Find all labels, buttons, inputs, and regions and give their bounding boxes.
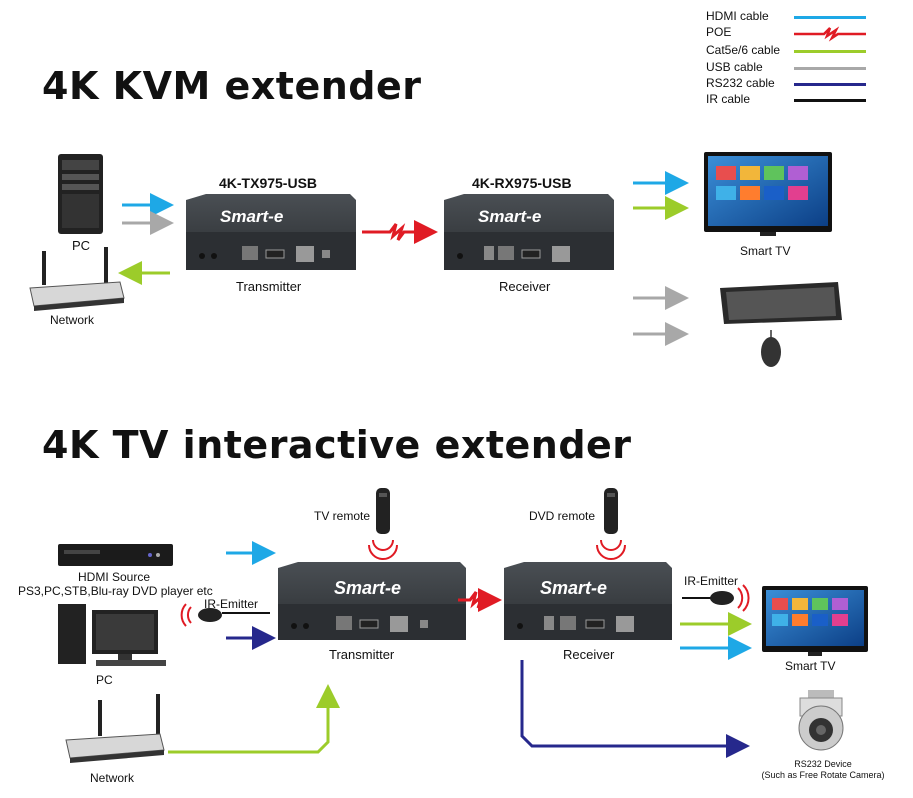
tv-receiver-box	[504, 562, 672, 640]
keyboard-icon	[720, 282, 842, 324]
legend-line-cat	[794, 50, 866, 53]
kvm-receiver-label: Receiver	[499, 279, 551, 294]
legend-item-cat: Cat5e/6 cable	[706, 43, 886, 59]
tv-smart-tv-label: Smart TV	[785, 659, 836, 673]
kvm-rx-brand: Smart-e	[478, 207, 542, 226]
legend-label: USB cable	[706, 60, 763, 74]
legend-item-poe: POE	[706, 25, 886, 42]
kvm-tx-brand: Smart-e	[220, 207, 284, 226]
tv-section-title: 4K TV interactive extender	[42, 423, 632, 467]
camera-icon	[798, 690, 844, 751]
tv-router-icon	[65, 694, 165, 763]
legend-item-ir: IR cable	[706, 92, 886, 108]
kvm-network-label: Network	[50, 313, 95, 327]
tv-rs232-arrow-out	[520, 660, 750, 758]
kvm-router-icon	[29, 247, 125, 311]
legend-label: IR cable	[706, 92, 751, 106]
ir-emitter-left-icon	[180, 603, 222, 627]
rs232-device-sub: (Such as Free Rotate Camera)	[761, 770, 885, 780]
rs232-device-label: RS232 Device (Such as Free Rotate Camera…	[748, 759, 898, 781]
kvm-poe-arrow	[362, 220, 438, 244]
tv-remote-icon	[368, 488, 398, 560]
kvm-rx-model: 4K-RX975-USB	[472, 175, 572, 191]
ir-emitter-right-icon	[710, 584, 750, 612]
tv-remote-label: TV remote	[314, 509, 371, 523]
kvm-tv-icon	[704, 152, 832, 236]
legend-label: POE	[706, 25, 732, 39]
legend-label: Cat5e/6 cable	[706, 43, 781, 57]
hdmi-source-label: HDMI Source	[78, 570, 151, 584]
legend: HDMI cable POE Cat5e/6 cable USB cable R…	[706, 9, 886, 109]
kvm-transmitter-label: Transmitter	[236, 279, 302, 294]
kvm-receiver-box	[444, 194, 614, 270]
legend-line-hdmi	[794, 16, 866, 19]
tv-transmitter-label: Transmitter	[329, 647, 395, 662]
legend-line-ir	[794, 99, 866, 102]
legend-line-poe	[794, 26, 866, 42]
hdmi-source-sub: PS3,PC,STB,Blu-ray DVD player etc	[18, 584, 213, 598]
dvd-remote-icon	[596, 488, 626, 560]
tv-rx-brand: Smart-e	[540, 578, 608, 598]
rs232-device-title: RS232 Device	[794, 759, 852, 769]
ir-emitter-right-label: IR-Emitter	[684, 574, 738, 588]
kvm-smart-tv-label: Smart TV	[740, 244, 791, 258]
tv-transmitter-box	[278, 562, 466, 640]
legend-item-hdmi: HDMI cable	[706, 9, 886, 25]
kvm-section-title: 4K KVM extender	[42, 64, 422, 108]
legend-line-rs232	[794, 83, 866, 86]
kvm-pc-icon	[58, 154, 103, 234]
mouse-icon	[761, 330, 781, 367]
dvd-remote-label: DVD remote	[529, 509, 596, 523]
tv-pc-icon	[58, 604, 166, 666]
tv-network-label: Network	[90, 771, 135, 785]
tv-tx-brand: Smart-e	[334, 578, 402, 598]
kvm-transmitter-box	[186, 194, 356, 270]
tv-cat-arrow-network	[168, 684, 340, 754]
kvm-tx-model: 4K-TX975-USB	[219, 175, 318, 191]
tv-pc-label: PC	[96, 673, 113, 687]
legend-item-rs232: RS232 cable	[706, 76, 886, 92]
tv-section-tv-icon	[762, 586, 868, 656]
legend-label: RS232 cable	[706, 76, 775, 90]
tv-receiver-label: Receiver	[563, 647, 615, 662]
kvm-pc-label: PC	[72, 238, 91, 253]
legend-line-usb	[794, 67, 866, 70]
legend-item-usb: USB cable	[706, 60, 886, 76]
hdmi-source-icon	[58, 544, 173, 566]
ir-emitter-left-label: IR-Emitter	[204, 597, 258, 611]
tv-poe-arrow	[458, 588, 502, 612]
legend-label: HDMI cable	[706, 9, 769, 23]
